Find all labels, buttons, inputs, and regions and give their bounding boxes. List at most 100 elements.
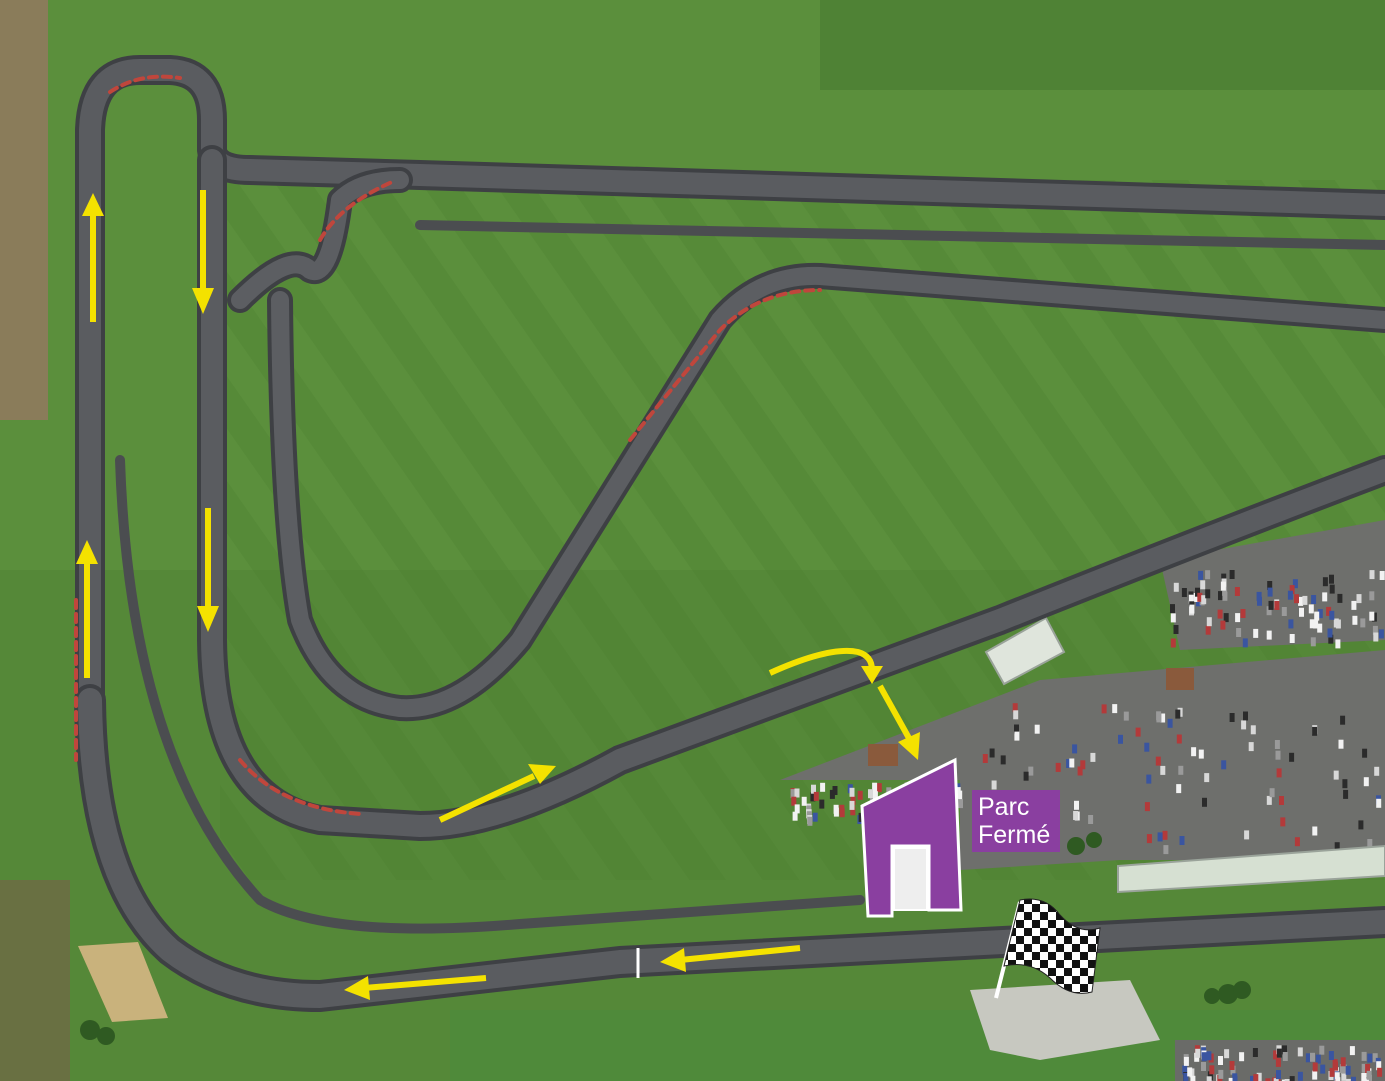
parked-car [839, 804, 845, 814]
parked-car [1275, 1057, 1281, 1067]
parked-car [1377, 1067, 1383, 1077]
parked-car [1329, 574, 1334, 584]
paddock-lower-right [970, 980, 1160, 1060]
parked-car [1310, 1052, 1315, 1062]
parked-car [1206, 1076, 1212, 1081]
parked-car [1201, 595, 1207, 605]
parked-car [1317, 609, 1323, 619]
parked-car [1367, 839, 1373, 848]
parked-car [1273, 1050, 1279, 1060]
parked-car [1305, 1053, 1311, 1063]
parc-ferme-label-line2: Fermé [978, 821, 1051, 849]
parked-car [1170, 613, 1176, 623]
parked-car [812, 812, 818, 822]
parked-car [1274, 740, 1280, 749]
parked-car [1333, 618, 1339, 628]
direction-arrow-icon [82, 193, 104, 322]
parked-car [1222, 586, 1228, 596]
parked-car [1012, 703, 1018, 713]
parked-car [1220, 620, 1226, 630]
parked-car [1269, 788, 1275, 798]
parked-car [813, 791, 819, 801]
parked-car [1345, 1078, 1351, 1081]
parked-car [1250, 1075, 1255, 1081]
parked-car [1267, 581, 1273, 590]
parked-car [1309, 619, 1315, 629]
parked-car [1282, 1052, 1288, 1061]
parked-car [1268, 600, 1274, 610]
building-hut [1166, 668, 1194, 690]
parked-car [1266, 630, 1272, 640]
parked-car [1356, 594, 1362, 604]
parked-car [1312, 1070, 1318, 1080]
parked-car [1173, 582, 1179, 592]
parked-car [1374, 766, 1380, 776]
parked-car [1329, 610, 1335, 620]
parked-car [1198, 749, 1204, 759]
parked-car [1334, 1072, 1340, 1081]
parked-car [1074, 800, 1079, 810]
parked-car [1218, 1056, 1223, 1065]
parked-car [1241, 720, 1247, 730]
parked-car [790, 789, 796, 799]
parked-car [1319, 1045, 1325, 1055]
parked-car [1195, 1048, 1201, 1058]
parked-car [1055, 762, 1061, 772]
parked-car [1317, 623, 1323, 633]
parked-car [1289, 752, 1295, 762]
parked-car [1367, 1053, 1373, 1063]
parked-car [1217, 609, 1223, 619]
parked-car [1312, 1062, 1318, 1072]
kerb-bottom-curve [238, 758, 362, 816]
parked-car [1146, 774, 1152, 784]
car-park-upper [1160, 520, 1385, 650]
parked-car [1191, 747, 1197, 757]
parked-car [1181, 588, 1187, 597]
parked-car [1183, 1056, 1189, 1066]
car-park-main [780, 650, 1385, 870]
parked-car [1207, 1071, 1213, 1081]
parked-car [1090, 752, 1096, 762]
parked-car [1189, 604, 1195, 614]
direction-arrow-icon [438, 764, 556, 823]
parked-car [1187, 1067, 1193, 1077]
parked-car [801, 796, 807, 806]
parked-car [858, 812, 864, 822]
parked-car [1335, 1077, 1341, 1081]
parked-car [1218, 1069, 1224, 1079]
parked-car [1376, 798, 1382, 808]
parked-car [1292, 579, 1298, 589]
parked-car [1257, 596, 1262, 606]
parked-car [1288, 619, 1294, 629]
parked-car [1338, 739, 1344, 749]
parked-car [1200, 580, 1206, 590]
chequered-flag-icon [994, 898, 1101, 999]
parked-car [1118, 734, 1123, 744]
parked-car [1228, 1077, 1234, 1081]
parked-car [1329, 1067, 1335, 1077]
parked-car [1028, 766, 1034, 776]
parked-car [1240, 609, 1246, 618]
parked-car [1000, 755, 1006, 765]
parked-car [1206, 1051, 1212, 1061]
parked-car [991, 780, 997, 790]
parked-car [1235, 613, 1241, 623]
parked-car [1337, 593, 1343, 603]
parked-car [1361, 1051, 1367, 1061]
parked-car [1287, 590, 1293, 600]
track-bottom-straight [78, 688, 1385, 1008]
parked-car [819, 799, 825, 809]
parked-car [1284, 1079, 1290, 1081]
parked-car [1274, 601, 1280, 610]
track-top-service-road [415, 220, 1385, 250]
parked-car [989, 748, 995, 758]
parked-car [833, 807, 839, 817]
parked-car [1162, 830, 1168, 840]
parked-car [1202, 797, 1207, 807]
parked-car [791, 796, 797, 806]
parked-car [1182, 1065, 1188, 1075]
parked-car [1176, 784, 1182, 794]
parked-car [792, 811, 798, 821]
parked-car [958, 799, 963, 809]
parked-car [1014, 724, 1019, 734]
